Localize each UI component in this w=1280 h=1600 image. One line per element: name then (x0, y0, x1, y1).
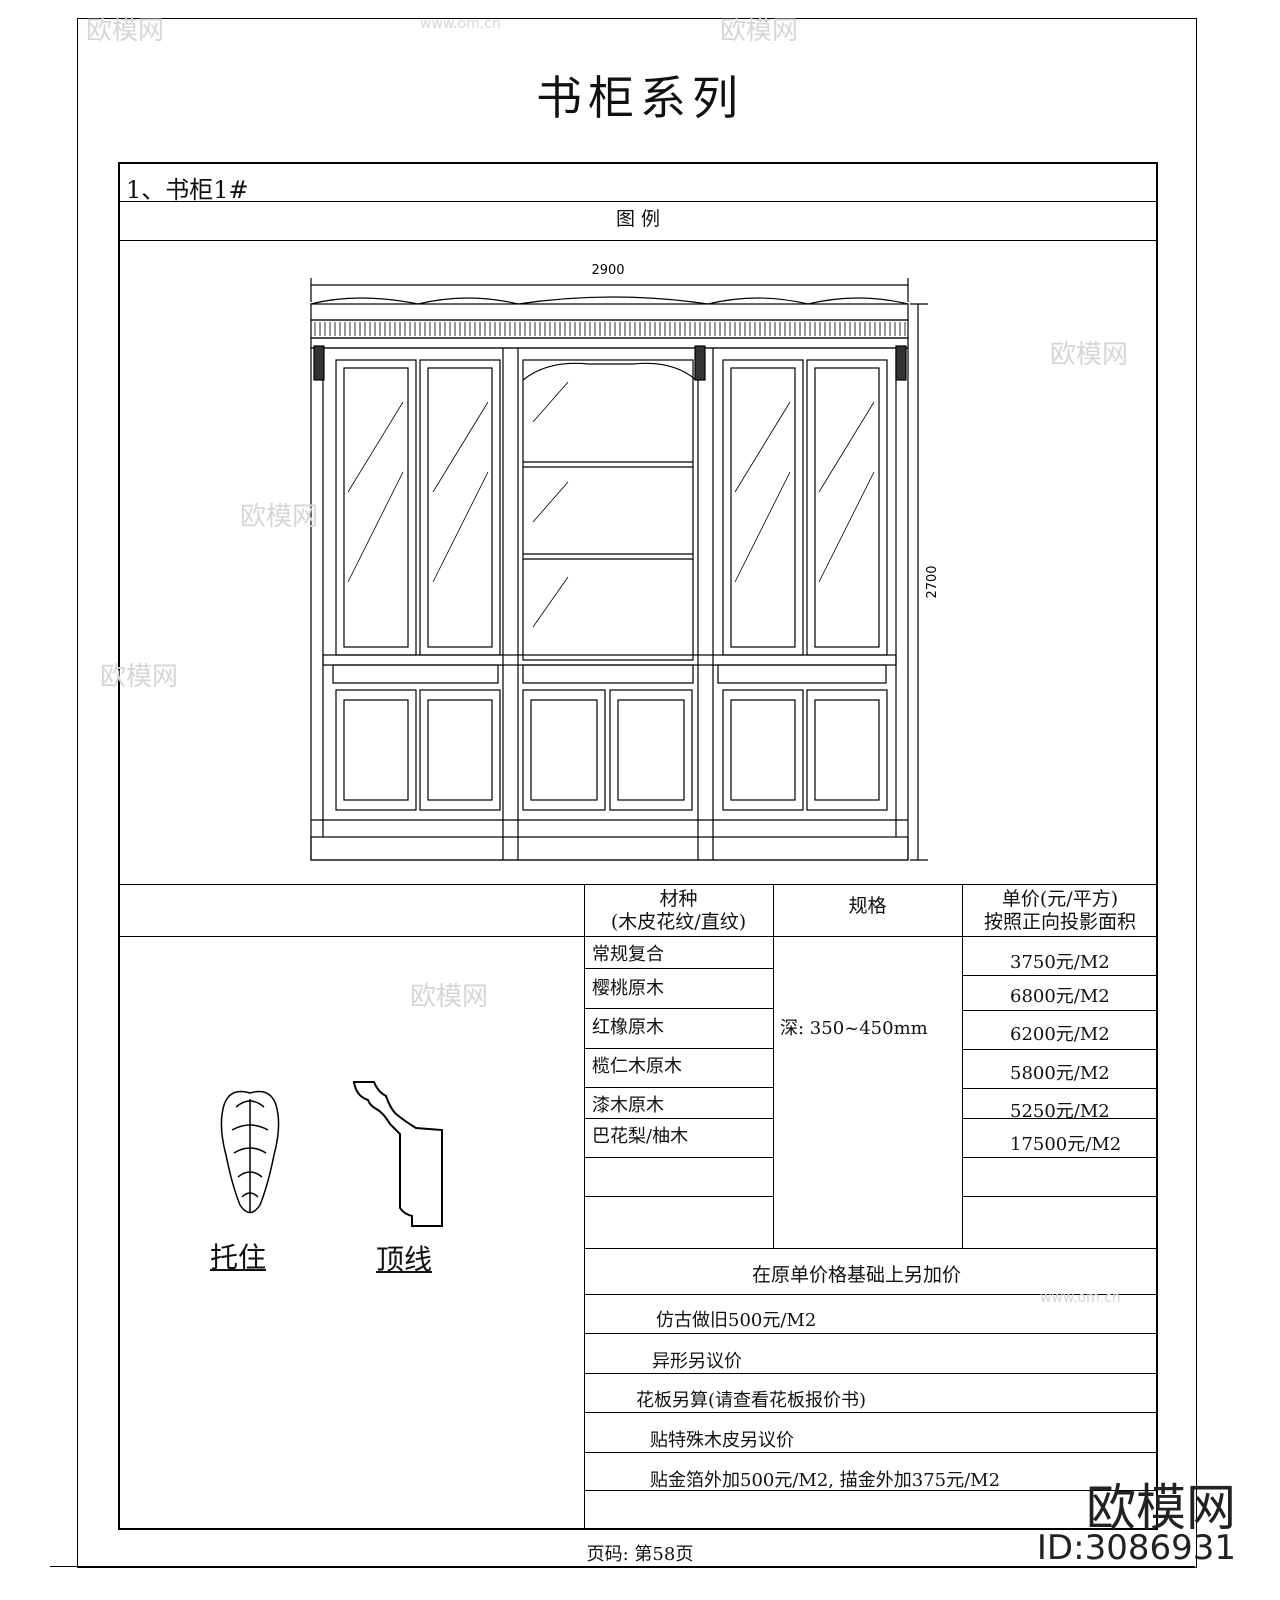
col-divider (962, 884, 963, 1248)
row-divider (584, 1412, 1158, 1413)
page-frame (77, 18, 1197, 1568)
page-number: 页码: 第58页 (586, 1544, 694, 1565)
price-item: 17500元/M2 (1010, 1134, 1122, 1155)
corbel-drawing (220, 1090, 280, 1214)
row-divider (118, 240, 1158, 241)
price-header-line1: 单价(元/平方) (1001, 888, 1119, 910)
spec-value: 深: 350~450mm (780, 1018, 928, 1039)
row-divider (962, 1118, 1158, 1119)
row-divider (584, 1157, 773, 1158)
material-item: 榄仁木原木 (592, 1056, 682, 1077)
row-divider (584, 1087, 773, 1088)
corbel-label: 托住 (210, 1241, 267, 1274)
row-divider (584, 1452, 1158, 1453)
section-title: 1、书柜1# (126, 176, 249, 204)
surcharge-item: 贴特殊木皮另议价 (650, 1430, 794, 1451)
height-dimension-label: 2700 (925, 565, 940, 598)
row-divider (584, 968, 773, 969)
crown-molding-drawing (352, 1081, 443, 1227)
surcharge-item: 异形另议价 (652, 1351, 742, 1372)
row-divider (584, 1248, 1158, 1249)
material-item: 巴花梨/柚木 (592, 1126, 689, 1147)
col-divider (584, 884, 585, 1530)
row-divider (962, 1010, 1158, 1011)
bookcase-elevation-drawing: 2900 2700 (310, 263, 940, 861)
surcharge-item: 仿古做旧500元/M2 (656, 1310, 817, 1331)
price-item: 3750元/M2 (1010, 952, 1110, 973)
material-header-line2: (木皮花纹/直纹) (610, 911, 747, 933)
row-divider (584, 1294, 1158, 1295)
price-item: 6800元/M2 (1010, 986, 1110, 1007)
page-title: 书柜系列 (536, 71, 744, 125)
price-item: 5250元/M2 (1010, 1101, 1110, 1122)
row-divider (584, 1048, 773, 1049)
row-divider (962, 975, 1158, 976)
price-item: 5800元/M2 (1010, 1063, 1110, 1084)
material-header-line1: 材种 (659, 888, 698, 910)
legend-label: 图 例 (615, 208, 661, 230)
row-divider (584, 1373, 1158, 1374)
row-divider (584, 1196, 773, 1197)
price-header-line2: 按照正向投影面积 (983, 911, 1136, 933)
width-dimension-label: 2900 (591, 263, 624, 278)
row-divider (118, 884, 1158, 885)
material-item: 红橡原木 (592, 1017, 664, 1038)
surcharge-header: 在原单价格基础上另加价 (752, 1264, 962, 1286)
price-item: 6200元/M2 (1010, 1024, 1110, 1045)
row-divider (584, 1333, 1158, 1334)
surcharge-item: 贴金箔外加500元/M2, 描金外加375元/M2 (650, 1470, 1001, 1491)
spec-header: 规格 (848, 895, 887, 917)
row-divider (584, 1008, 773, 1009)
watermark-id: ID:3086931 (1036, 1528, 1236, 1568)
row-divider (584, 1118, 773, 1119)
row-divider (962, 1196, 1158, 1197)
row-divider (584, 1490, 1158, 1491)
row-divider (962, 1157, 1158, 1158)
crown-molding-label: 顶线 (376, 1243, 433, 1276)
row-divider (118, 936, 1158, 937)
col-divider (773, 884, 774, 1248)
row-divider (118, 201, 1158, 202)
watermark-brand: 欧模网 (1086, 1479, 1236, 1537)
material-item: 樱桃原木 (592, 978, 664, 999)
row-divider (962, 1088, 1158, 1089)
material-item: 漆木原木 (592, 1095, 664, 1116)
row-divider (962, 1049, 1158, 1050)
material-item: 常规复合 (592, 944, 664, 965)
spec-table (118, 162, 1158, 1530)
page-bottom-rule (50, 1566, 1195, 1567)
surcharge-item: 花板另算(请查看花板报价书) (636, 1390, 867, 1411)
